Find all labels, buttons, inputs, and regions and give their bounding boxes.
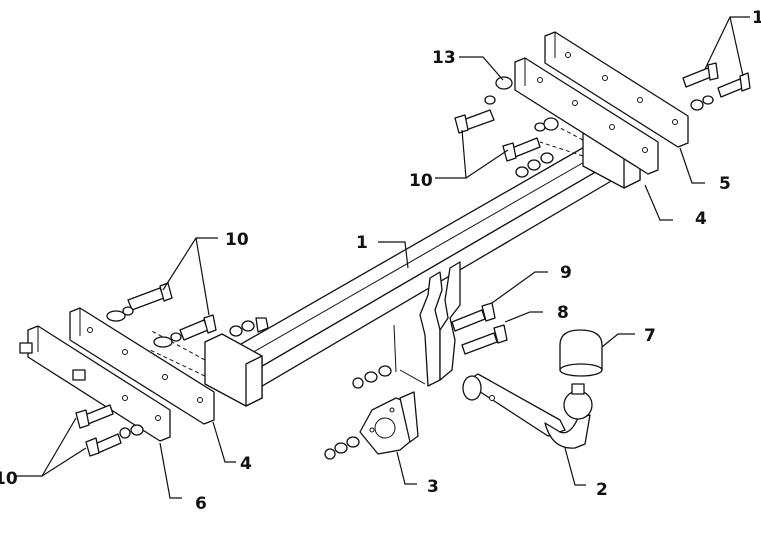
- left-side-plate-6: [19, 325, 171, 442]
- label-part-9: 9: [560, 263, 572, 283]
- tow-ball-neck: [462, 373, 593, 449]
- label-part-6: 6: [195, 494, 207, 514]
- left-side-plate-4: [69, 307, 215, 425]
- right-side-plate-4: [514, 57, 659, 175]
- leader-lines: [16, 16, 750, 499]
- label-part-8: 8: [557, 303, 569, 323]
- label-part-2: 2: [596, 480, 608, 500]
- left-end-plate: [149, 329, 263, 407]
- label-part-10-right: 10: [409, 171, 433, 191]
- left-bolt-set-top: [106, 282, 269, 348]
- right-side-plate-5: [544, 31, 689, 148]
- label-part-5: 5: [719, 174, 731, 194]
- label-part-1: 1: [356, 233, 368, 253]
- bracket-bolts: [352, 302, 508, 389]
- label-part-7: 7: [644, 326, 656, 346]
- label-part-13: 13: [432, 48, 456, 68]
- label-part-4-right: 4: [695, 209, 707, 229]
- label-part-10-left-top: 10: [225, 230, 249, 250]
- label-part-11: 1: [752, 8, 761, 28]
- center-bracket: [393, 261, 461, 387]
- label-part-4-left: 4: [240, 454, 252, 474]
- label-part-3: 3: [427, 477, 439, 497]
- left-bolt-set-bottom: [75, 404, 144, 457]
- right-bolt-set: [454, 62, 751, 178]
- ball-cap: [559, 329, 603, 377]
- label-part-10-left-bottom: 10: [0, 469, 18, 489]
- socket-plate: [324, 391, 419, 460]
